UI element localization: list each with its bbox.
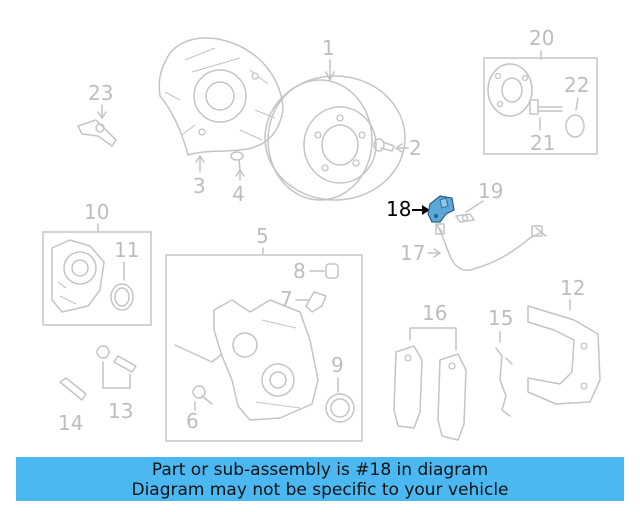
callout-4: 4: [232, 182, 245, 206]
callout-8: 8: [293, 259, 306, 283]
hose-bracket-part-highlight: [427, 195, 455, 223]
callout-1: 1: [322, 36, 335, 60]
bleed-valve-part: [305, 291, 327, 313]
callout-21: 21: [530, 131, 555, 155]
callout-20: 20: [529, 26, 554, 50]
bleed-cap-part: [325, 263, 339, 279]
callout-16: 16: [422, 301, 447, 325]
brake-hose-part: [435, 223, 547, 271]
banner-line-disclaimer: Diagram may not be specific to your vehi…: [131, 480, 509, 500]
banner-line-part-number: Part or sub-assembly is #18 in diagram: [151, 460, 489, 480]
callout-22: 22: [564, 73, 589, 97]
disc-screw-part: [373, 138, 409, 153]
callout-12: 12: [560, 276, 585, 300]
anti-rattle-spring-part: [495, 347, 513, 417]
brake-pads-part: [393, 345, 467, 441]
wear-sensor-part: [77, 119, 117, 147]
parts-diagram: 1 2 3 4 23 20 22 21: [42, 26, 601, 442]
caliper-carrier-part: [527, 305, 601, 405]
callout-6: 6: [186, 409, 199, 433]
brake-caliper-part: [174, 299, 319, 421]
piston-seal-part: [325, 393, 355, 423]
guide-bolt-part: [192, 385, 213, 405]
clip-part: [455, 213, 475, 223]
callout-19: 19: [478, 179, 503, 203]
seal-ring-part: [110, 283, 134, 311]
callout-10: 10: [84, 200, 109, 224]
callout-7: 7: [280, 287, 293, 311]
callout-14: 14: [58, 411, 83, 435]
dust-boot-part: [59, 377, 87, 401]
callout-11: 11: [114, 238, 139, 262]
callout-2: 2: [409, 136, 422, 160]
callout-17: 17: [400, 241, 425, 265]
callout-15: 15: [488, 306, 513, 330]
parking-motor-part: [51, 239, 105, 313]
shield-bolt-part: [230, 151, 244, 171]
splash-shield-part: [158, 37, 284, 156]
part-info-banner: Part or sub-assembly is #18 in diagram D…: [16, 457, 624, 501]
callout-5: 5: [256, 224, 269, 248]
callout-23: 23: [88, 81, 113, 105]
brake-disc-part: [264, 59, 406, 201]
guide-pin-part: [96, 345, 137, 373]
hub-cap-part: [565, 114, 585, 138]
callout-18: 18: [386, 197, 411, 221]
callout-9: 9: [331, 353, 344, 377]
callout-3: 3: [193, 174, 206, 198]
callout-13: 13: [108, 399, 133, 423]
wheel-hub-part: [487, 63, 533, 117]
hub-bolt-part: [529, 99, 563, 115]
